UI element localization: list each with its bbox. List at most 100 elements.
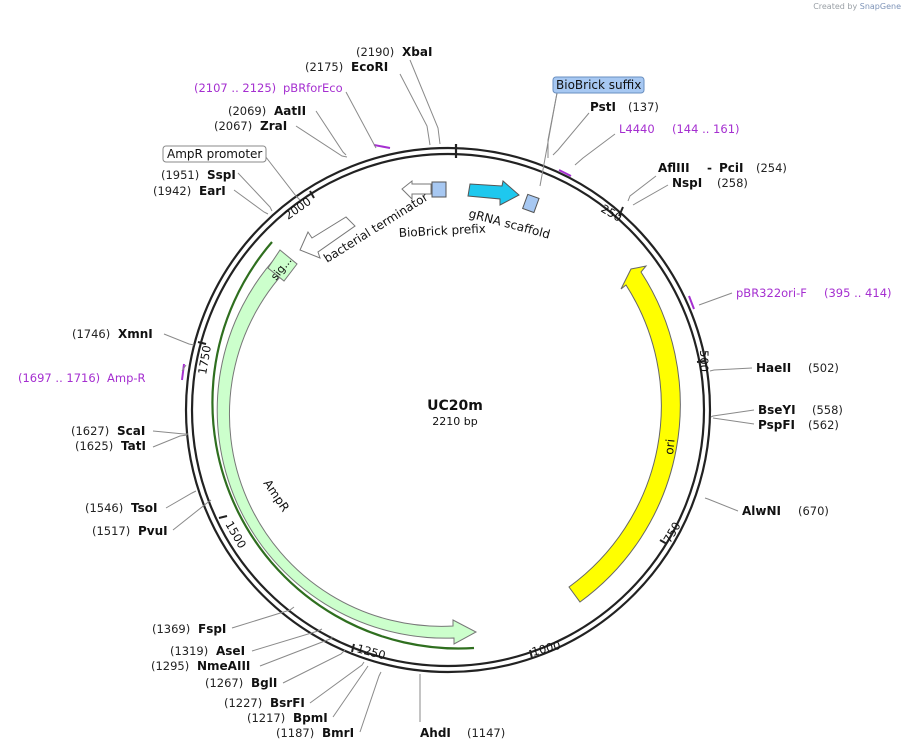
enzyme-position-alwni: (670) — [798, 504, 829, 518]
ampr-promoter-box[interactable] — [162, 145, 267, 163]
tick-mark-250 — [618, 206, 624, 217]
ori-feature[interactable] — [568, 265, 681, 603]
enzyme-label-tsoi[interactable]: TsoI — [131, 501, 157, 515]
leader-bmri — [359, 671, 382, 733]
bacterial-terminator-feature[interactable] — [299, 216, 356, 259]
enzyme-label-bmri[interactable]: BmrI — [322, 726, 354, 740]
backbone-outer-ring — [184, 146, 712, 674]
primer-label-l4440[interactable]: L4440 — [619, 122, 655, 136]
enzyme-label-nspi[interactable]: NspI — [672, 176, 702, 190]
snapgene-logo-text: SnapGene — [859, 2, 901, 11]
enzyme-position-tati: (1625) — [75, 439, 113, 453]
enzyme-position-asei: (1319) — [170, 644, 208, 658]
enzyme-label-haeii[interactable]: HaeII — [756, 361, 791, 375]
enzyme-label-scai[interactable]: ScaI — [117, 424, 145, 438]
grna-scaffold-feature[interactable] — [467, 180, 520, 206]
ampr-feature[interactable] — [216, 251, 478, 645]
enzyme-position-nspi: (258) — [717, 176, 748, 190]
tick-label-500: 500 — [697, 350, 711, 372]
enzyme-label-aatii[interactable]: AatII — [274, 104, 306, 118]
enzyme-position-ahdi: (1147) — [467, 726, 505, 740]
ampr-label: AmpR — [261, 477, 293, 515]
enzyme-label-asei[interactable]: AseI — [216, 644, 245, 658]
leader-scai — [152, 430, 188, 435]
enzyme-position-eari: (1942) — [153, 184, 191, 198]
biobrick-suffix-box[interactable] — [552, 76, 645, 94]
enzyme-label-bsrfi[interactable]: BsrFI — [270, 696, 305, 710]
primer-mark-l4440[interactable] — [558, 169, 572, 177]
leader-tsoi — [165, 490, 197, 509]
primer-range-pbr322ori-f: (395 .. 414) — [824, 286, 892, 300]
enzyme-label-sspi[interactable]: SspI — [207, 168, 236, 182]
leader-sspi — [237, 172, 273, 212]
leader-pspfi — [712, 417, 755, 425]
enzyme-label-afliii[interactable]: AflIII — [658, 161, 690, 175]
enzyme-label-tati[interactable]: TatI — [121, 439, 146, 453]
enzyme-label-xmni[interactable]: XmnI — [118, 327, 153, 341]
enzyme-label-eari[interactable]: EarI — [199, 184, 226, 198]
enzyme-label-alwni[interactable]: AlwNI — [742, 504, 781, 518]
primer-range-l4440: (144 .. 161) — [672, 122, 740, 136]
leader-lines — [152, 59, 755, 733]
enzyme-position-bmri: (1187) — [276, 726, 314, 740]
ori-label: ori — [662, 438, 678, 455]
plasmid-name: UC20m — [427, 398, 483, 414]
tick-mark-1250 — [351, 643, 355, 653]
leader-psti — [552, 112, 590, 156]
enzyme-label-pvui[interactable]: PvuI — [138, 524, 168, 538]
tick-label-1000: 1000 — [530, 638, 562, 659]
enzyme-label-nmeaiii[interactable]: NmeAIII — [197, 659, 250, 673]
leader-ampr-promoter — [261, 151, 301, 201]
primer-label-pbr322ori-f[interactable]: pBR322ori-F — [736, 286, 807, 300]
enzyme-position-bsrfi: (1227) — [224, 696, 262, 710]
leader-biobrick-suffix-feature — [539, 92, 558, 187]
leader-bseyi — [710, 409, 755, 418]
enzyme-position-bpmi: (1217) — [247, 711, 285, 725]
primer-mark-pbr322ori-f[interactable] — [688, 295, 695, 310]
leader-eari — [233, 189, 269, 215]
enzyme-position-xbai: (2190) — [356, 45, 394, 59]
ampr-strand-line — [211, 241, 475, 650]
enzyme-label-ahdi[interactable]: AhdI — [420, 726, 451, 740]
biobrick-prefix-arrow[interactable] — [401, 179, 432, 201]
enzyme-position-psti: (137) — [628, 100, 659, 114]
primer-label-pbrforeco[interactable]: pBRforEco — [283, 81, 343, 95]
primer-mark-amp-r[interactable] — [181, 363, 185, 381]
leader-bsrfi — [309, 661, 365, 704]
biobrick-prefix-feature[interactable] — [431, 181, 447, 198]
tick-label-2000: 2000 — [282, 194, 314, 222]
backbone-inner-ring — [190, 152, 706, 668]
biobrick-prefix-label: BioBrick prefix — [398, 221, 486, 240]
enzyme-position-haeii: (502) — [808, 361, 839, 375]
enzyme-position-sspi: (1951) — [161, 168, 199, 182]
enzyme-label-fspi[interactable]: FspI — [198, 622, 226, 636]
primer-label-amp-r[interactable]: Amp-R — [107, 371, 146, 385]
leader-aatii — [315, 110, 347, 156]
leader-nmeaiii — [259, 636, 334, 667]
leader-pbr322ori-f — [698, 292, 733, 306]
enzyme-label-psti[interactable]: PstI — [590, 100, 616, 114]
enzyme-label-pspfi[interactable]: PspFI — [758, 418, 795, 432]
plasmid-size: 2210 bp — [432, 415, 477, 428]
primer-mark-pbrforeco[interactable] — [373, 144, 391, 149]
leader-amp-r — [181, 364, 187, 372]
enzyme-label-pcii[interactable]: PciI — [719, 161, 744, 175]
biobrick-suffix-feature[interactable] — [521, 193, 540, 214]
enzyme-label-xbai[interactable]: XbaI — [402, 45, 432, 59]
enzyme-label-zrai[interactable]: ZraI — [260, 119, 287, 133]
enzyme-position-xmni: (1746) — [72, 327, 110, 341]
enzyme-label-ecori[interactable]: EcoRI — [351, 60, 388, 74]
enzyme-label-bgli[interactable]: BglI — [251, 676, 277, 690]
leader-xbai — [409, 59, 441, 145]
signal-sequence-feature[interactable] — [267, 249, 298, 282]
enzyme-position-zrai: (2067) — [214, 119, 252, 133]
enzyme-position-tsoi: (1546) — [85, 501, 123, 515]
snapgene-credit: Created by SnapGene — [813, 2, 901, 11]
enzyme-label-bseyi[interactable]: BseYI — [758, 403, 796, 417]
leader-l4440 — [574, 133, 616, 166]
tick-marks — [197, 190, 706, 659]
leader-alwni — [704, 497, 739, 512]
enzyme-label-bpmi[interactable]: BpmI — [293, 711, 328, 725]
enzyme-position-pspfi: (562) — [808, 418, 839, 432]
